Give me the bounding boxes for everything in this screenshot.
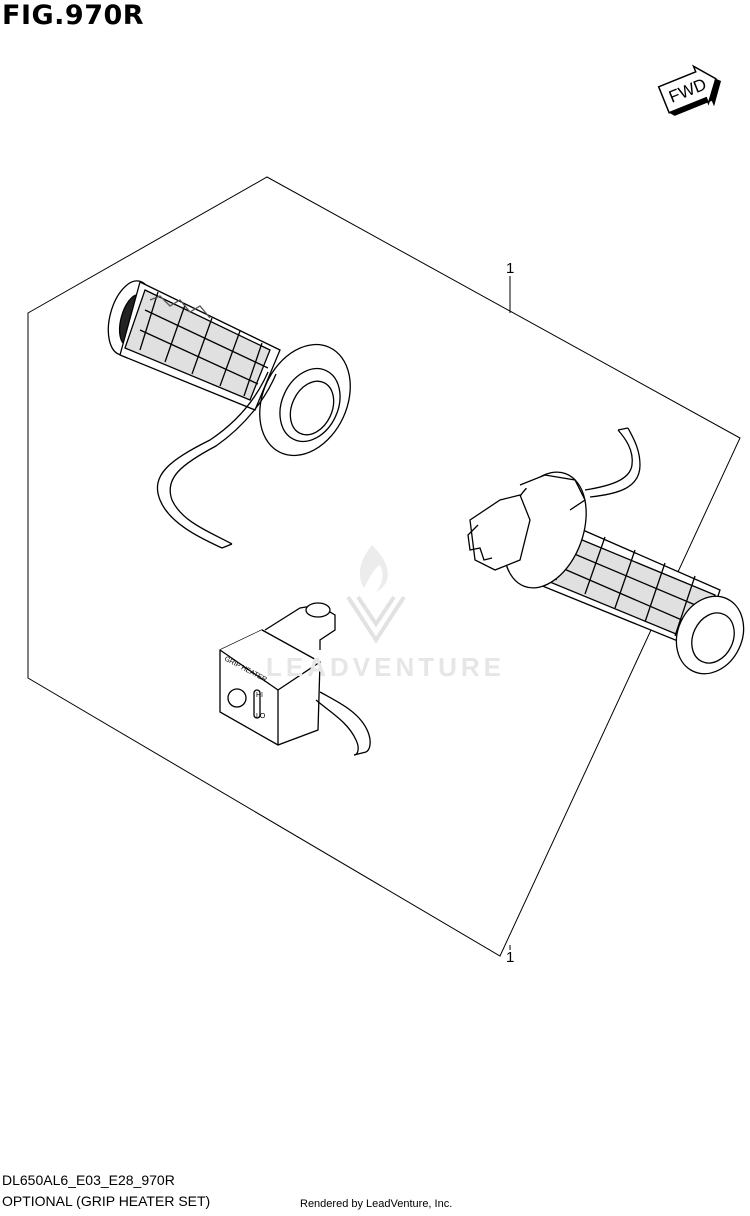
callout-number-1: 1 [506,260,514,277]
render-credit: Rendered by LeadVenture, Inc. [300,1198,453,1210]
right-grip [467,427,745,675]
figure-title: FIG.970R [2,0,145,31]
forward-arrow-icon: FWD [657,64,722,116]
callout-number-1-bottom: 1 [506,949,514,966]
kit-outline [27,176,741,957]
watermark-text: LEADVENTURE [266,652,506,682]
left-grip [107,280,351,549]
switch-label-hi: HI [256,692,263,699]
leadventure-flame-logo-icon [346,545,406,644]
diagram-description: OPTIONAL (GRIP HEATER SET) [2,1193,211,1209]
switch-label-lo: LO [256,713,266,720]
diagram-code: DL650AL6_E03_E28_970R [2,1172,175,1188]
grip-heater-switch [219,602,371,756]
